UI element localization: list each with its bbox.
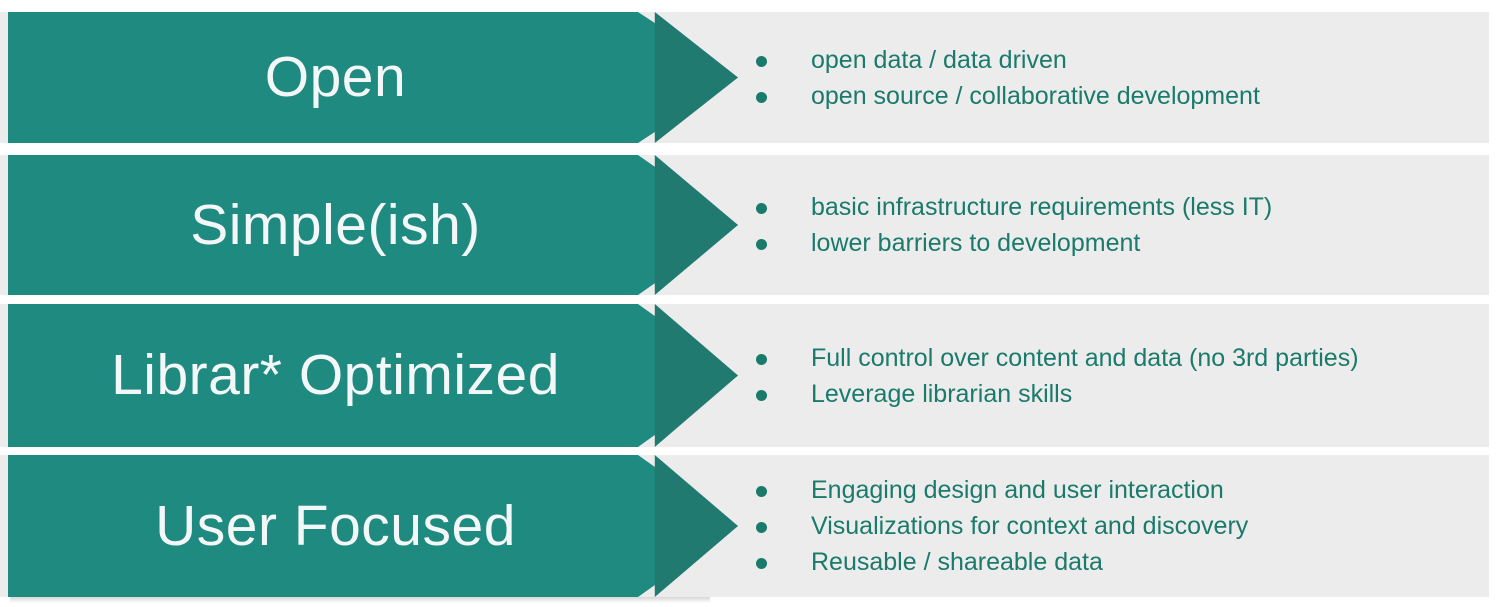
bullet-text: basic infrastructure requirements (less …	[811, 193, 1273, 221]
chevron-shape[interactable]: Simple(ish)	[8, 155, 738, 295]
bullet-dot-icon	[756, 45, 811, 77]
bullet-text: Visualizations for context and discovery	[811, 512, 1249, 540]
bullet-dot-icon	[756, 475, 811, 507]
bullet-dot-icon	[756, 228, 811, 260]
bullet-text: Leverage librarian skills	[811, 379, 1073, 408]
bullet-dot-icon	[756, 379, 811, 411]
bullet-dot-icon	[756, 343, 811, 375]
chevron-row: Open open data / data driven open source /…	[0, 12, 1503, 143]
bullet-list: basic infrastructure requirements (less …	[756, 155, 1503, 295]
bullet-text: open source / collaborative development	[811, 81, 1260, 110]
chevron-label: Open	[264, 45, 407, 109]
bullet-dot-icon	[756, 547, 811, 579]
chevron-label: Simple(ish)	[190, 192, 481, 257]
bullet-list: Full control over content and data (no 3…	[756, 304, 1503, 447]
list-item: Reusable / shareable data	[756, 544, 1503, 580]
bullet-text: Reusable / shareable data	[811, 548, 1103, 576]
list-item: Leverage librarian skills	[756, 376, 1503, 412]
bullet-text: Engaging design and user interaction	[811, 476, 1224, 504]
list-item: Full control over content and data (no 3…	[756, 340, 1503, 376]
chevron-shape[interactable]: User Focused	[8, 455, 738, 597]
chevron-label: Librar* Optimized	[111, 343, 560, 407]
bullet-dot-icon	[756, 511, 811, 543]
chevron-shape[interactable]: Librar* Optimized	[8, 304, 738, 447]
bullet-text: open data / data driven	[811, 45, 1067, 74]
chevron-label: User Focused	[155, 493, 516, 558]
list-item: open data / data driven	[756, 42, 1503, 78]
list-item: basic infrastructure requirements (less …	[756, 189, 1503, 225]
list-item: Visualizations for context and discovery	[756, 508, 1503, 544]
bullet-dot-icon	[756, 81, 811, 113]
chevron-row: Simple(ish) basic infrastructure requirem…	[0, 155, 1503, 295]
stack-shadow	[10, 597, 710, 603]
chevron-row: User Focused Engaging design and user int…	[0, 455, 1503, 597]
bullet-dot-icon	[756, 192, 811, 224]
chevron-row: Librar* Optimized Full control over conte…	[0, 304, 1503, 447]
list-item: lower barriers to development	[756, 225, 1503, 261]
list-item: open source / collaborative development	[756, 78, 1503, 114]
bullet-list: open data / data driven open source / col…	[756, 12, 1503, 143]
chevron-shape[interactable]: Open	[8, 12, 738, 143]
bullet-text: lower barriers to development	[811, 229, 1141, 257]
bullet-text: Full control over content and data (no 3…	[811, 343, 1359, 372]
list-item: Engaging design and user interaction	[756, 472, 1503, 508]
